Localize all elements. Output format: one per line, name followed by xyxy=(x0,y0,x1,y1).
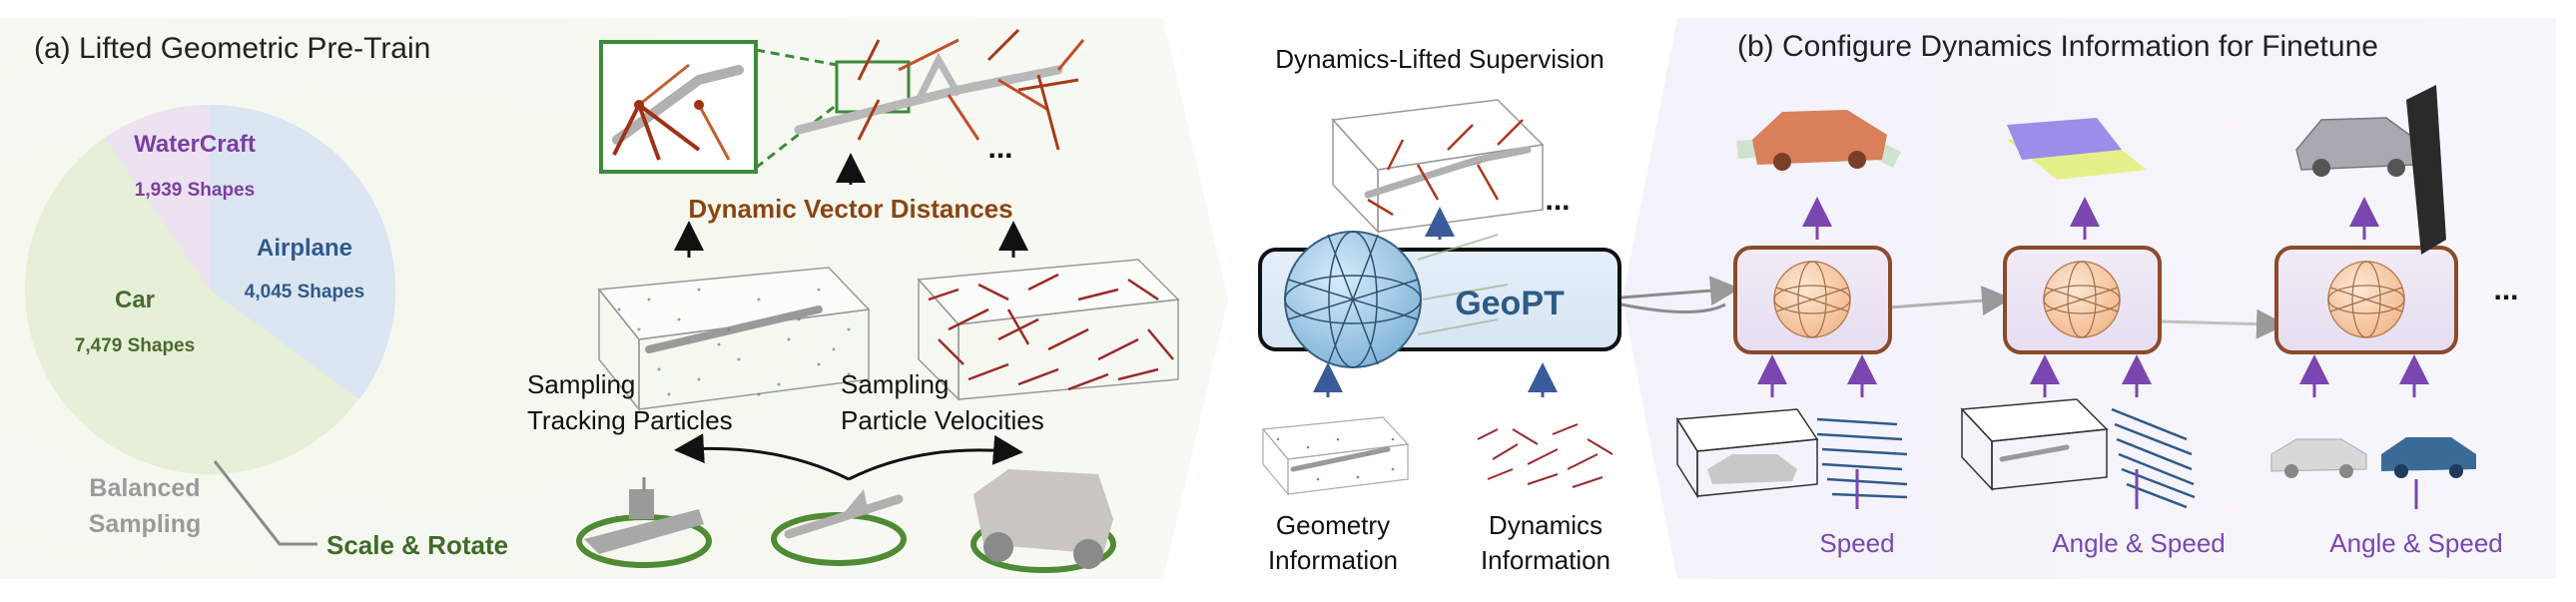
pie-airplane-slice xyxy=(210,104,396,399)
panel-b-ellipsis: ... xyxy=(2493,274,2518,306)
panel-a-title: (a) Lifted Geometric Pre-Train xyxy=(34,32,430,65)
crash-test-result xyxy=(2295,85,2446,255)
car-count: 7,479 Shapes xyxy=(75,335,195,356)
supervision-box xyxy=(1331,99,1545,234)
flow-arrow-1 xyxy=(1620,276,1740,306)
plate-flow-result xyxy=(2007,118,2147,180)
supervision-ellipsis: ... xyxy=(1545,184,1570,217)
particle-velocities-box xyxy=(917,259,1180,401)
car-label: Car xyxy=(115,287,155,313)
input-plate-box xyxy=(1960,398,2109,491)
sampling-tracking-line1: Sampling xyxy=(527,369,635,399)
pie-watercraft-slice xyxy=(105,105,210,290)
finetune-model-1 xyxy=(1733,246,1892,354)
speed-label: Speed xyxy=(1819,528,1894,558)
car-shape xyxy=(970,469,1116,573)
curved-arrow-to-velocities xyxy=(848,434,1023,481)
balanced-connector xyxy=(213,460,318,546)
sampling-velocities-line1: Sampling xyxy=(841,369,949,399)
sampling-tracking-line2: Tracking Particles xyxy=(527,405,733,435)
car-flow-result xyxy=(1736,110,1902,171)
dynamics-mini-box xyxy=(1477,423,1613,488)
geopt-label: GeoPT xyxy=(1455,285,1565,322)
angle-speed-label-2: Angle & Speed xyxy=(2329,528,2502,558)
sampling-velocities-line2: Particle Velocities xyxy=(841,405,1044,435)
geometry-info-line2: Information xyxy=(1268,545,1398,575)
input-sedan xyxy=(2270,438,2367,478)
watercraft-label: WaterCraft xyxy=(134,131,256,158)
angle-speed-label-1: Angle & Speed xyxy=(2052,528,2225,558)
tracking-particle-dots xyxy=(617,288,851,396)
airplane-vector-field xyxy=(794,28,1085,151)
dynamic-vector-distances: Dynamic Vector Distances xyxy=(688,194,1012,224)
tracking-particles-box xyxy=(597,267,871,412)
airplane-label: Airplane xyxy=(257,235,352,262)
scale-rotate-label: Scale & Rotate xyxy=(326,530,508,560)
airplane-shape xyxy=(771,489,907,566)
balanced-sampling-line2: Sampling xyxy=(89,510,202,538)
watercraft-count: 1,939 Shapes xyxy=(135,180,255,201)
finetune-model-3 xyxy=(2274,246,2458,354)
geopt-model: GeoPT xyxy=(1258,231,1621,368)
top-ellipsis: ... xyxy=(987,132,1012,165)
finetune-model-2 xyxy=(2003,246,2162,354)
input-angle-vectors-2 xyxy=(2111,407,2196,509)
curved-arrow-to-tracking xyxy=(674,433,850,481)
airplane-count: 4,045 Shapes xyxy=(245,282,364,302)
dynamics-info-line2: Information xyxy=(1481,545,1610,575)
input-speed-vectors-1 xyxy=(1816,417,1908,499)
flow-arrow-2 xyxy=(1620,302,1726,313)
ship-shape xyxy=(576,477,712,568)
dynamics-info-line1: Dynamics xyxy=(1489,510,1603,540)
input-sedan-velocity xyxy=(2381,437,2476,478)
panel-b-title: (b) Configure Dynamics Information for F… xyxy=(1737,30,2378,63)
supervision-title: Dynamics-Lifted Supervision xyxy=(1275,44,1604,74)
dataset-pie: WaterCraft 1,939 Shapes Airplane 4,045 S… xyxy=(25,104,396,474)
velocity-vectors xyxy=(928,273,1174,391)
flow-arrow-3 xyxy=(1888,286,2012,316)
input-car-box xyxy=(1675,408,1819,499)
flow-arrow-4 xyxy=(2159,308,2286,339)
geometry-info-line1: Geometry xyxy=(1276,510,1390,540)
geometry-mini-box xyxy=(1261,416,1410,496)
balanced-sampling-line1: Balanced xyxy=(89,474,200,502)
